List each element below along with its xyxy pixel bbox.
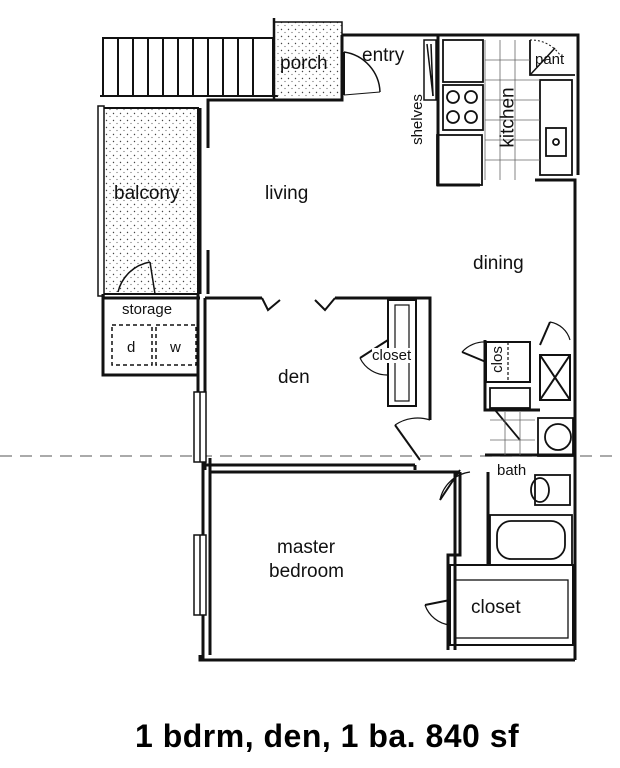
label-master-closet: closet: [471, 597, 521, 618]
stairs: [100, 37, 278, 97]
label-washer: w: [170, 339, 181, 356]
label-den-closet: closet: [372, 347, 412, 364]
label-den: den: [278, 367, 310, 388]
water-heater: [539, 321, 571, 401]
label-balcony: balcony: [114, 183, 180, 204]
bath-door: [439, 469, 471, 501]
plan-caption: 1 bdrm, den, 1 ba. 840 sf: [135, 718, 520, 754]
kitchen-fixtures: [436, 39, 575, 186]
label-clos: clos: [488, 346, 506, 373]
label-shelves: shelves: [408, 94, 426, 145]
label-storage: storage: [122, 301, 173, 318]
label-bath: bath: [497, 462, 527, 479]
shelves-unit: [423, 39, 437, 101]
master-closet: [424, 564, 574, 646]
den-double-door: [261, 297, 336, 312]
bath-fixtures: [489, 387, 574, 566]
porch-area: [272, 18, 343, 101]
windows: [193, 391, 207, 616]
label-master: master: [277, 537, 336, 558]
hall-closet: [461, 341, 531, 383]
label-dining: dining: [473, 253, 524, 274]
storage-fixtures: [111, 261, 197, 366]
label-entry: entry: [362, 45, 405, 66]
entry-door: [343, 51, 381, 96]
label-kitchen: kitchen: [497, 87, 519, 148]
label-porch: porch: [280, 53, 328, 74]
label-dryer: d: [127, 339, 136, 356]
floor-plan: [0, 18, 620, 662]
den-door: [394, 417, 431, 461]
label-pantry: pant: [535, 51, 565, 68]
label-bedroom: bedroom: [269, 561, 344, 582]
label-living: living: [265, 183, 309, 204]
